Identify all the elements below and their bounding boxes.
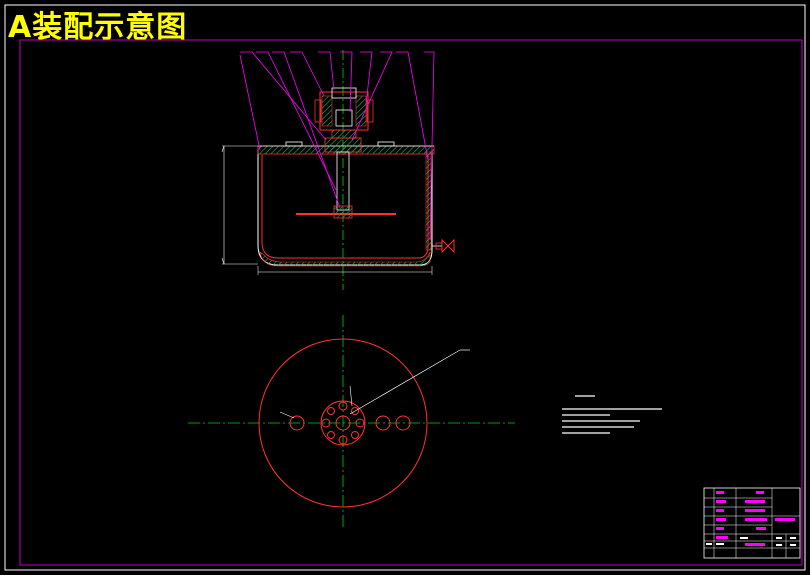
top-view (188, 315, 515, 530)
drawing-frame (4, 4, 806, 571)
front-section-view (221, 50, 455, 290)
title-block (703, 487, 801, 559)
drawing-title: A装配示意图 (8, 10, 188, 45)
technical-notes (562, 395, 662, 434)
part-leader-lines (239, 51, 435, 241)
